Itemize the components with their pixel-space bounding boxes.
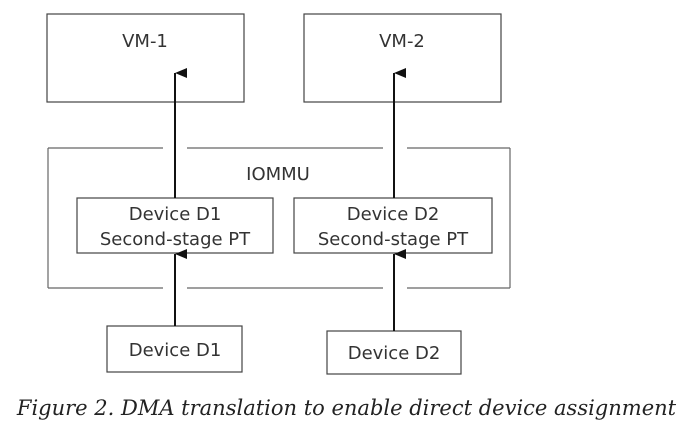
pt1-box (76, 197, 274, 254)
vm2-box (303, 13, 502, 103)
device-d2-box (326, 330, 462, 375)
figure-caption: Figure 2. DMA translation to enable dire… (16, 396, 677, 420)
vm2-label: VM-2 (379, 31, 425, 52)
pt2-line1: Device D2 (347, 204, 440, 225)
device-d1-label: Device D1 (129, 340, 222, 361)
device-d1-box (106, 325, 243, 373)
pt2-box (293, 197, 493, 254)
dma-translation-diagram: VM-1 VM-2 IOMMU Device D1 Second-stage P… (46, 13, 511, 375)
iommu-container (47, 147, 511, 289)
vm1-box (46, 13, 245, 103)
iommu-label: IOMMU (246, 164, 310, 185)
pt1-line1: Device D1 (129, 204, 222, 225)
pt2-line2: Second-stage PT (318, 229, 469, 250)
vm1-label: VM-1 (122, 31, 168, 52)
pt1-line2: Second-stage PT (100, 229, 251, 250)
device-d2-label: Device D2 (348, 343, 441, 364)
